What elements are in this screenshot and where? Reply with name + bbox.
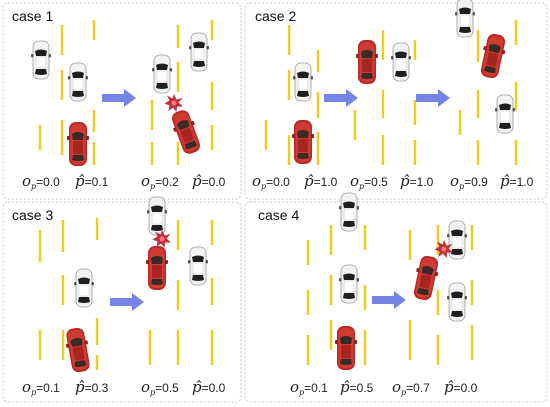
svg-text:p̂=0.0: p̂=0.0 [192,172,226,190]
car-icon [446,220,468,260]
svg-text:op=0.1: op=0.1 [290,378,328,397]
car-icon [73,268,95,308]
svg-text:op=0.5: op=0.5 [141,378,179,397]
arrow-right-icon [102,89,136,107]
svg-text:p̂=0.5: p̂=0.5 [340,378,374,396]
svg-text:p̂=1.0: p̂=1.0 [500,172,534,190]
car-icon [410,254,442,302]
case-4-annotation-2: op=0.7 p̂=0.0 [392,378,478,397]
case-1-label: case 1 [12,8,53,24]
case-2-panel: case 2 [244,0,548,200]
case-2-border [244,2,548,200]
car-icon [446,282,468,322]
case-2-scene-3-lanes [458,20,518,165]
case-3-border [2,201,242,403]
case-1-annotation-2: op=0.2 p̂=0.0 [141,172,226,191]
svg-text:op=0.1: op=0.1 [22,378,60,397]
svg-text:op=0.0: op=0.0 [252,172,290,191]
car-icon [168,107,204,157]
car-icon [292,120,314,164]
car-icon [146,246,168,290]
svg-text:p̂=0.0: p̂=0.0 [192,378,226,396]
car-icon [338,264,360,304]
car-icon [151,54,173,94]
car-icon [356,40,378,84]
case-3-annotation-2: op=0.5 p̂=0.0 [141,378,226,397]
svg-text:p̂=0.0: p̂=0.0 [444,378,478,396]
svg-text:p̂=0.3: p̂=0.3 [75,378,109,396]
svg-text:p̂=0.1: p̂=0.1 [75,172,109,190]
case-3-label: case 3 [12,207,53,223]
case-2-label: case 2 [255,8,296,24]
arrow-right-icon [110,293,144,311]
case-4-scene-1-lanes [306,225,367,365]
case-3-annotation-1: op=0.1 p̂=0.3 [22,378,109,397]
car-icon [188,32,210,72]
case-2-annotation-3: op=0.9 p̂=1.0 [450,172,534,191]
case-2-annotation-2: op=0.5 p̂=1.0 [350,172,434,191]
svg-text:p̂=1.0: p̂=1.0 [400,172,434,190]
svg-text:op=0.5: op=0.5 [350,172,388,191]
car-icon [292,62,314,102]
car-icon [67,122,89,166]
car-icon [146,196,168,236]
car-icon [454,0,476,38]
case-1-panel: case 1 [2,2,242,200]
case-1-annotation-1: op=0.0 p̂=0.1 [22,172,109,191]
car-icon [338,192,360,232]
case-1-border [2,2,242,200]
arrow-right-icon [416,89,450,107]
case-4-annotation-1: op=0.1 p̂=0.5 [290,378,374,397]
svg-text:op=0.9: op=0.9 [450,172,488,191]
case-1-scene-2-lanes [150,20,214,165]
arrow-right-icon [372,291,406,309]
case-2-scene-2-lanes [353,30,417,165]
arrow-right-icon [324,89,358,107]
car-icon [494,94,516,134]
case-2-scene-1-lanes [264,25,320,165]
svg-text:op=0.0: op=0.0 [22,172,60,191]
car-icon [187,246,209,286]
case-2-annotation-1: op=0.0 p̂=1.0 [252,172,338,191]
car-icon [67,62,89,102]
car-icon [390,42,412,82]
case-3-scene-1-lanes [38,218,99,370]
case-4-border [244,201,548,403]
svg-text:op=0.2: op=0.2 [141,172,179,191]
case-4-panel: case 4 [244,192,548,403]
car-icon [30,40,52,80]
car-icon [63,326,93,374]
case-3-scene-2-lanes [148,220,214,365]
case-3-panel: case 3 op= [2,196,242,403]
car-icon [335,326,357,370]
collision-burst-icon [164,94,183,112]
case-4-scene-2-lanes [408,225,474,365]
case-1-scene-1-lanes [38,20,96,165]
case-4-label: case 4 [258,207,299,223]
car-icon [477,32,509,80]
svg-text:op=0.7: op=0.7 [392,378,430,397]
svg-text:p̂=1.0: p̂=1.0 [304,172,338,190]
